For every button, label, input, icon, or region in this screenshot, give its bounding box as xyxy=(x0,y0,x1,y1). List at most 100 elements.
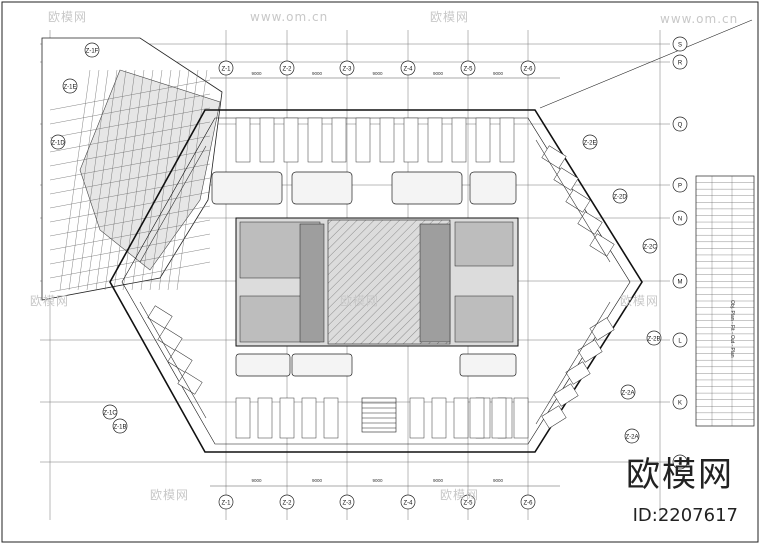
axis-label: Z-2E xyxy=(583,141,596,147)
axis-label: Q xyxy=(678,123,683,129)
dimension-label: 9000 xyxy=(372,71,383,76)
workstation-desks xyxy=(147,117,615,439)
axis-bubbles: Z-1Z-1Z-2Z-2Z-3Z-3Z-4Z-4Z-5Z-5Z-6Z-6SRQP… xyxy=(50,36,688,510)
central-staircase xyxy=(361,397,397,433)
axis-bubble xyxy=(672,116,688,132)
desk xyxy=(307,117,323,163)
axis-bubble xyxy=(50,134,66,150)
axis-bubble xyxy=(612,188,628,204)
axis-label: Z-1F xyxy=(86,49,99,55)
axis-label: Z-1B xyxy=(113,425,126,431)
axis-label: K xyxy=(678,401,682,407)
axis-label: N xyxy=(678,217,682,223)
desk xyxy=(553,167,579,191)
axis-label: Z-2D xyxy=(613,195,627,201)
axis-bubble xyxy=(218,60,234,76)
dimension-label: 9000 xyxy=(493,478,504,483)
dimension-label: 9000 xyxy=(372,478,383,483)
axis-bubble xyxy=(400,494,416,510)
watermark-text: 欧模网 xyxy=(430,10,470,24)
desk xyxy=(431,397,447,439)
desk xyxy=(279,397,295,439)
axis-bubble xyxy=(646,330,662,346)
axis-label: L xyxy=(678,339,682,345)
axis-label: Z-1D xyxy=(51,141,65,147)
desk xyxy=(257,397,273,439)
legend-table xyxy=(695,175,755,427)
axis-label: Z-4 xyxy=(404,501,414,507)
axis-bubble xyxy=(102,404,118,420)
axis-label: Z-4 xyxy=(404,67,414,73)
desk xyxy=(577,339,603,363)
axis-label: R xyxy=(678,61,683,67)
axis-label: Z-1E xyxy=(63,85,76,91)
axis-bubble xyxy=(460,494,476,510)
desk xyxy=(379,117,395,163)
axis-bubble xyxy=(279,60,295,76)
desk xyxy=(541,145,567,169)
desk xyxy=(157,327,183,351)
desk xyxy=(147,305,173,329)
dimension-label: 9000 xyxy=(312,478,323,483)
watermark-text: 欧模网 xyxy=(150,488,190,502)
desk xyxy=(323,397,339,439)
desk xyxy=(283,117,299,163)
axis-bubble xyxy=(400,60,416,76)
axis-bubble xyxy=(620,384,636,400)
axis-bubble xyxy=(218,494,234,510)
watermark-text: 欧模网 xyxy=(30,294,70,308)
axis-label: Z-1C xyxy=(103,411,117,417)
desk xyxy=(577,211,603,235)
axis-label: Z-2 xyxy=(283,501,293,507)
desk xyxy=(513,397,529,439)
axis-label: Z-2A xyxy=(621,391,634,397)
desk xyxy=(177,371,203,395)
axis-bubble xyxy=(112,418,128,434)
top-dimension-line xyxy=(210,77,560,487)
axis-label: Z-5 xyxy=(464,67,474,73)
desk xyxy=(235,117,251,163)
axis-label: Z-6 xyxy=(524,501,534,507)
axis-label: Z-1 xyxy=(222,67,232,73)
desk xyxy=(235,397,251,439)
axis-bubble xyxy=(520,60,536,76)
axis-bubble xyxy=(520,494,536,510)
axis-label: Z-3 xyxy=(343,67,353,73)
desk xyxy=(427,117,443,163)
skylight-grid xyxy=(41,37,223,301)
axis-label: Z-2 xyxy=(283,67,293,73)
desk xyxy=(259,117,275,163)
axis-bubble xyxy=(672,273,688,289)
dimension-label: 9000 xyxy=(493,71,504,76)
axis-bubble xyxy=(624,428,640,444)
axis-bubble xyxy=(672,332,688,348)
desk xyxy=(475,117,491,163)
desk xyxy=(451,117,467,163)
desk xyxy=(541,405,567,429)
desk xyxy=(491,397,507,439)
desk xyxy=(355,117,371,163)
brand-id: ID:2207617 xyxy=(632,505,738,526)
axis-label: Z-3 xyxy=(343,501,353,507)
desk xyxy=(565,361,591,385)
desk xyxy=(331,117,347,163)
axis-label: Z-2C xyxy=(643,245,657,251)
legend-title: Obj. Plan - Fit - Out - Plan xyxy=(729,300,735,358)
axis-label: P xyxy=(678,184,682,190)
axis-bubble xyxy=(642,238,658,254)
desk xyxy=(499,117,515,163)
watermark-text: www.om.cn xyxy=(660,12,739,26)
desk xyxy=(589,317,615,341)
axis-bubble xyxy=(672,36,688,52)
watermark-text: www.om.cn xyxy=(250,10,329,24)
dimension-label: 9000 xyxy=(433,71,444,76)
desk xyxy=(553,383,579,407)
wing-offices xyxy=(139,139,611,425)
axis-bubble xyxy=(672,54,688,70)
axis-bubble xyxy=(279,494,295,510)
meeting-rooms-south xyxy=(235,353,517,377)
axis-bubble xyxy=(672,210,688,226)
